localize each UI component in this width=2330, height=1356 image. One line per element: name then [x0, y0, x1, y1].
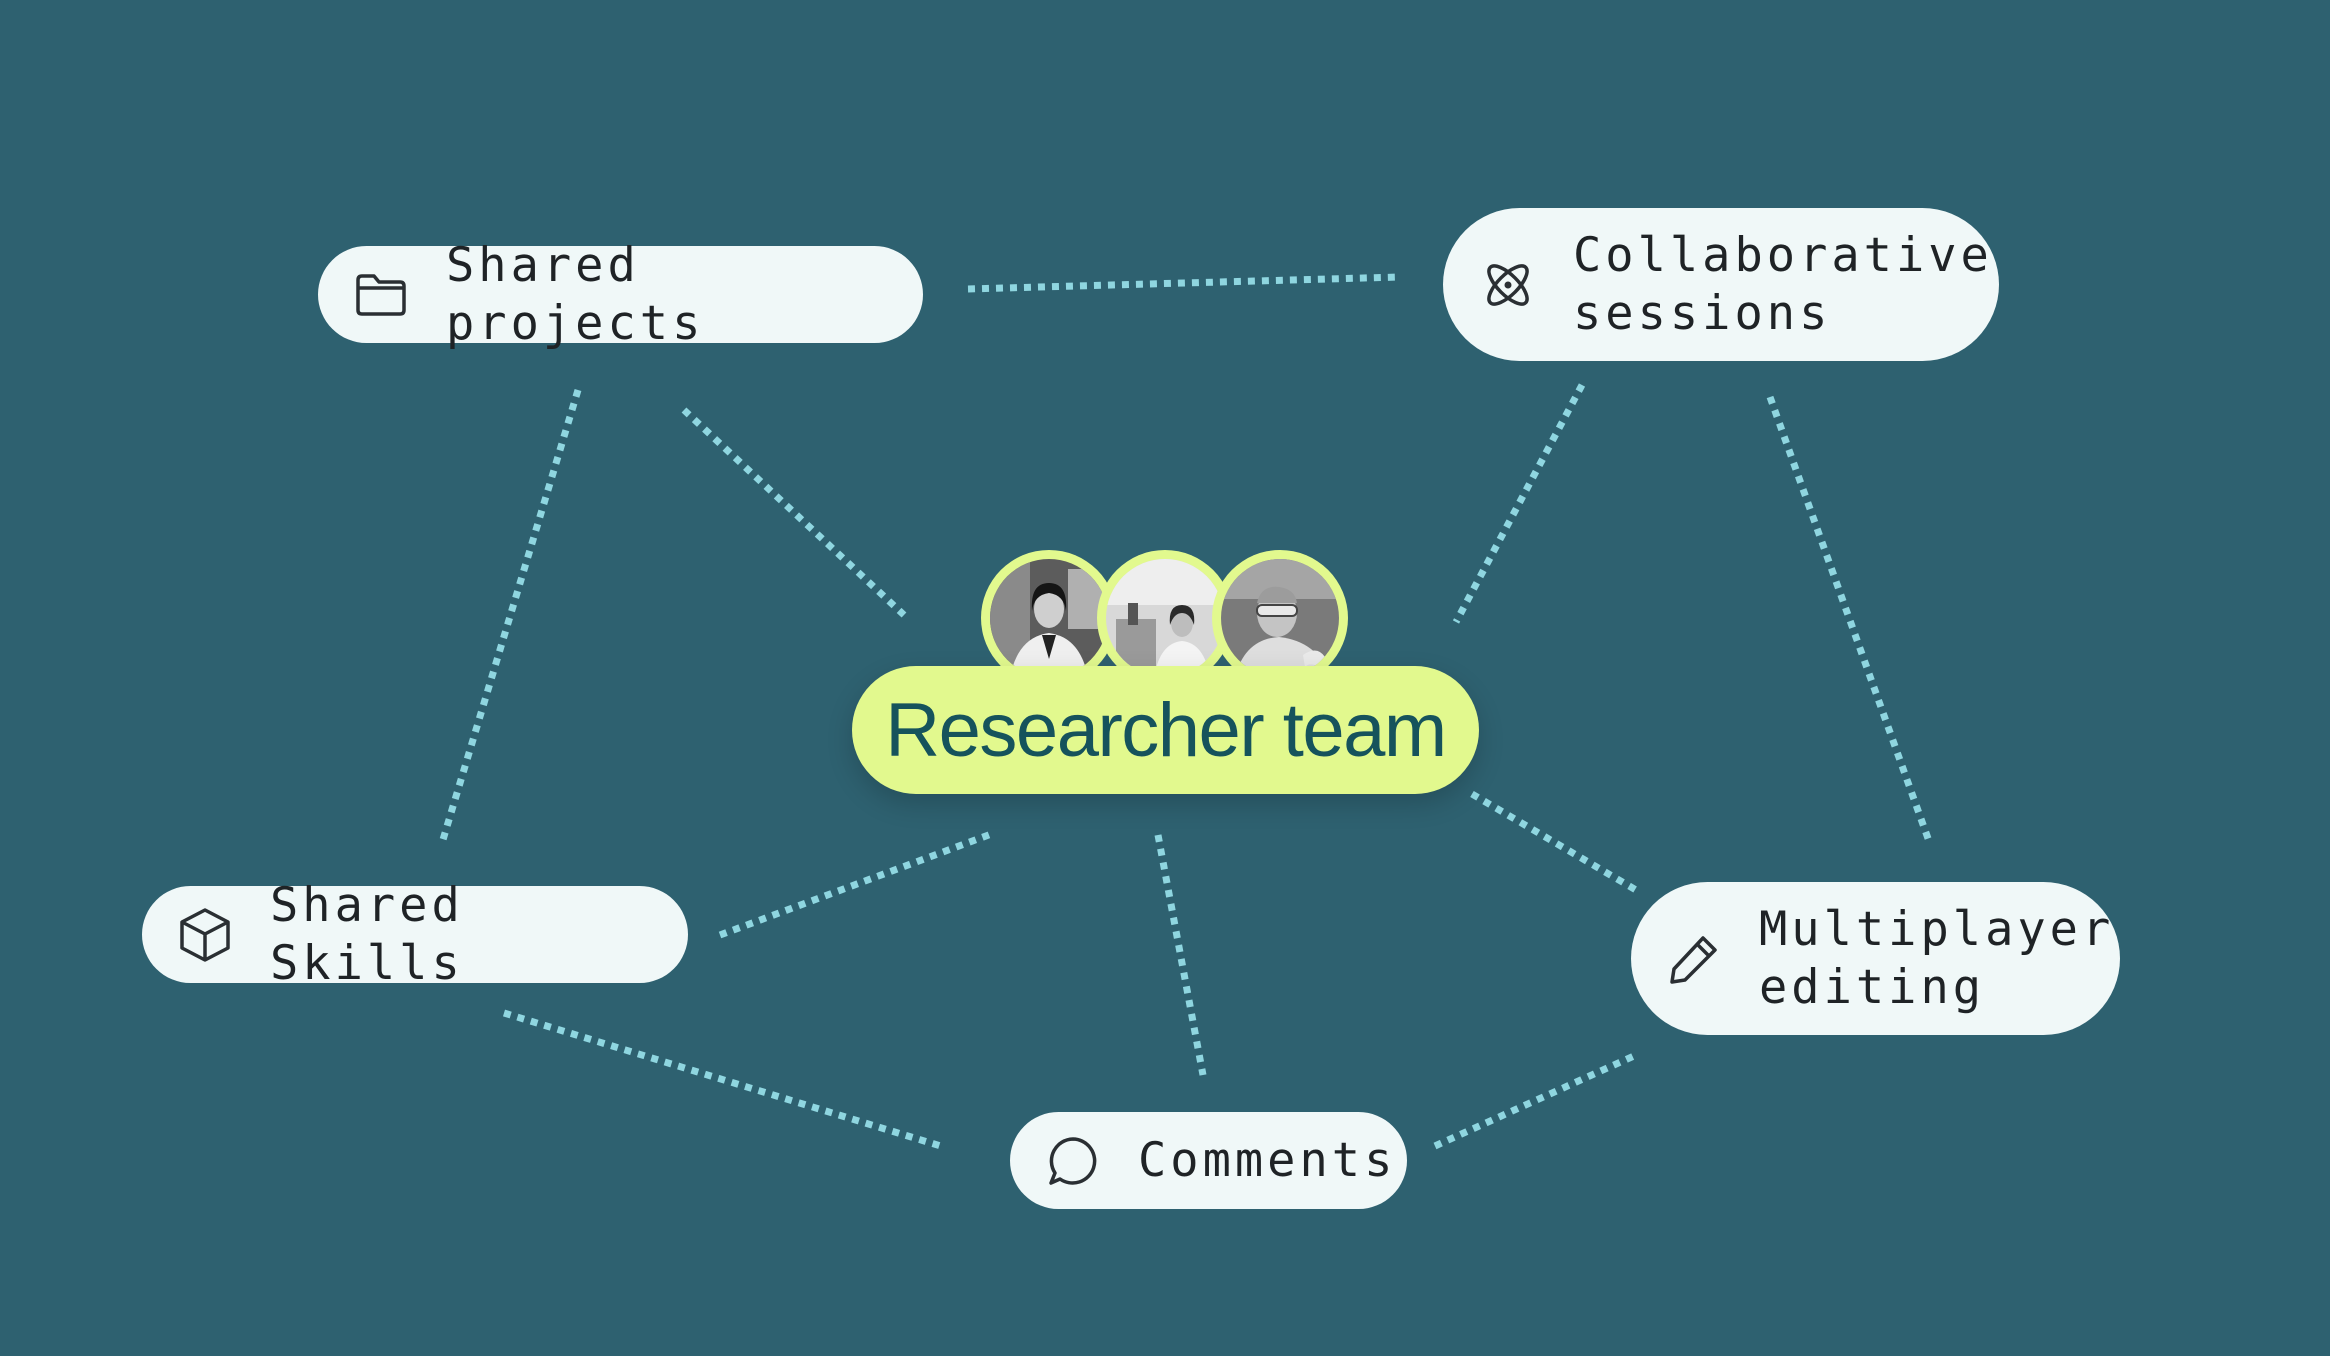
researcher-photo-man-goggles	[1221, 559, 1339, 677]
avatar	[1212, 550, 1348, 686]
cube-icon	[178, 907, 232, 963]
researcher-team-label: Researcher team	[885, 687, 1447, 773]
collaborative-sessions-node: Collaborative sessions	[1443, 208, 1999, 361]
researcher-photo-woman-lab-coat	[990, 559, 1108, 677]
speech-bubble-icon	[1046, 1134, 1100, 1188]
comments-node: Comments	[1010, 1112, 1407, 1209]
shared-projects-label: Shared projects	[446, 237, 705, 351]
folder-icon	[354, 272, 408, 318]
connector-projects-skills	[438, 388, 582, 845]
comments-label: Comments	[1138, 1132, 1397, 1188]
connector-collab-multiplayer	[1766, 395, 1934, 846]
shared-projects-node: Shared projects	[318, 238, 923, 351]
connector-projects-collab	[967, 273, 1401, 293]
shared-skills-label: Shared Skills	[270, 877, 497, 991]
shared-skills-node: Shared Skills	[142, 878, 688, 991]
connector-skills-center	[718, 829, 996, 939]
researcher-team-pill: Researcher team	[852, 666, 1479, 794]
multiplayer-editing-label: Multiplayer editing	[1759, 901, 2115, 1015]
avatar	[981, 550, 1117, 686]
connector-center-multiplayer	[1470, 790, 1638, 894]
connector-skills-comments	[502, 1009, 946, 1151]
connector-comments-multiplayer	[1433, 1051, 1638, 1150]
researcher-photo-woman-microscope	[1106, 559, 1224, 677]
multiplayer-editing-node: Multiplayer editing	[1631, 882, 2120, 1035]
connector-center-comments	[1154, 834, 1207, 1076]
collaborative-sessions-label: Collaborative sessions	[1573, 227, 1993, 341]
atom-icon	[1481, 258, 1535, 312]
connector-projects-center	[681, 407, 907, 618]
pencil-icon	[1667, 932, 1721, 986]
connector-collab-center	[1452, 383, 1586, 624]
